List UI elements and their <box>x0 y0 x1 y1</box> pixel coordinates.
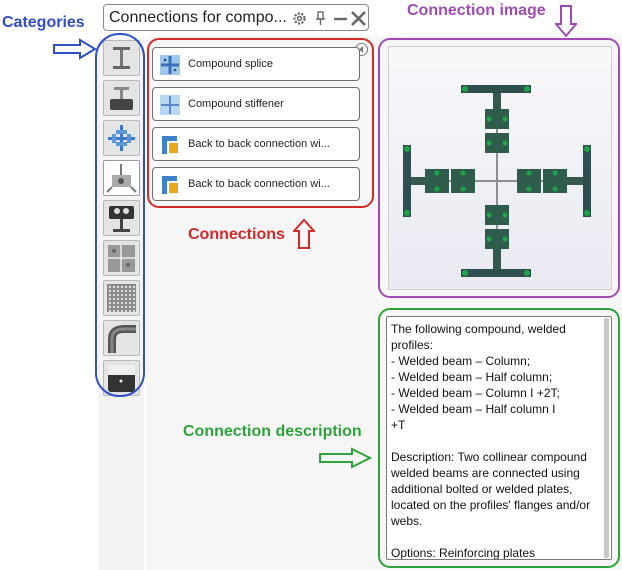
arrow-right-icon <box>53 38 97 60</box>
arrow-down-icon <box>555 5 577 38</box>
image-highlight <box>378 38 620 298</box>
connection-label: Back to back connection wi... <box>188 178 330 190</box>
minimize-icon[interactable] <box>332 10 349 27</box>
arrow-right-icon <box>319 447 373 469</box>
description-line: located on the profiles' flanges and/or <box>391 498 591 512</box>
connection-label: Compound stiffener <box>188 98 284 110</box>
connections-highlight <box>147 38 374 208</box>
window-titlebar: Connections for compo... <box>103 4 369 31</box>
category-tile[interactable] <box>103 120 140 156</box>
connection-description: The following compound, welded profiles: -… <box>386 316 612 560</box>
category-tile[interactable] <box>103 160 140 196</box>
gear-icon[interactable] <box>291 10 308 27</box>
annotation-connection-image: Connection image <box>407 2 546 19</box>
perforated-plate-icon <box>107 284 136 313</box>
connection-item[interactable]: Back to back connection wi... <box>152 127 360 161</box>
column-base-icon <box>109 206 134 232</box>
categories-highlight <box>95 33 145 397</box>
connection-item[interactable]: Compound splice <box>152 47 360 81</box>
compound-cross-icon <box>108 125 135 151</box>
plate-layout-icon <box>108 245 135 272</box>
description-line: profiles: <box>391 338 434 352</box>
description-line: The following compound, welded <box>391 322 566 336</box>
description-line: webs. <box>391 514 423 528</box>
description-line: - Welded beam – Column; <box>391 354 531 368</box>
connections-panel <box>146 36 376 570</box>
description-line: additional bolted or welded plates, <box>391 482 573 496</box>
annotation-connection-description: Connection description <box>183 423 362 440</box>
connection-item[interactable]: Back to back connection wi... <box>152 167 360 201</box>
description-line: +T <box>391 418 406 432</box>
connection-label: Back to back connection wi... <box>188 138 330 150</box>
description-line: Options: Reinforcing plates <box>391 546 536 560</box>
arrow-up-icon <box>293 218 315 249</box>
bracing-node-icon <box>106 164 137 193</box>
back-to-back-connection-icon <box>162 176 178 194</box>
annotation-connections: Connections <box>188 226 285 243</box>
description-line: - Welded beam – Half column I <box>391 402 556 416</box>
category-tile[interactable] <box>103 280 140 316</box>
category-tile[interactable] <box>103 80 140 116</box>
compound-cross-connection-drawing <box>403 85 591 277</box>
category-tile[interactable] <box>103 240 140 276</box>
pin-icon[interactable] <box>312 10 329 27</box>
back-to-back-connection-icon <box>162 136 178 154</box>
description-line: welded beams are connected using <box>391 466 580 480</box>
connection-item[interactable]: Compound stiffener <box>152 87 360 121</box>
description-scrollbar[interactable] <box>604 318 609 558</box>
category-tile[interactable] <box>103 200 140 236</box>
compound-splice-icon <box>160 55 180 75</box>
category-tile[interactable] <box>103 320 140 356</box>
description-line: - Welded beam – Column I +2T; <box>391 386 560 400</box>
description-highlight <box>378 308 620 568</box>
window-title: Connections for compo... <box>109 9 287 26</box>
description-line: - Welded beam – Half column; <box>391 370 553 384</box>
beam-on-plate-icon <box>110 87 133 110</box>
description-line: Description: Two collinear compound <box>391 450 587 464</box>
annotation-categories: Categories <box>2 14 85 31</box>
pipe-bend-icon <box>108 325 136 353</box>
connection-preview-image <box>388 46 612 290</box>
connection-label: Compound splice <box>188 58 273 70</box>
compound-stiffener-icon <box>160 95 180 115</box>
close-icon[interactable] <box>350 10 367 27</box>
